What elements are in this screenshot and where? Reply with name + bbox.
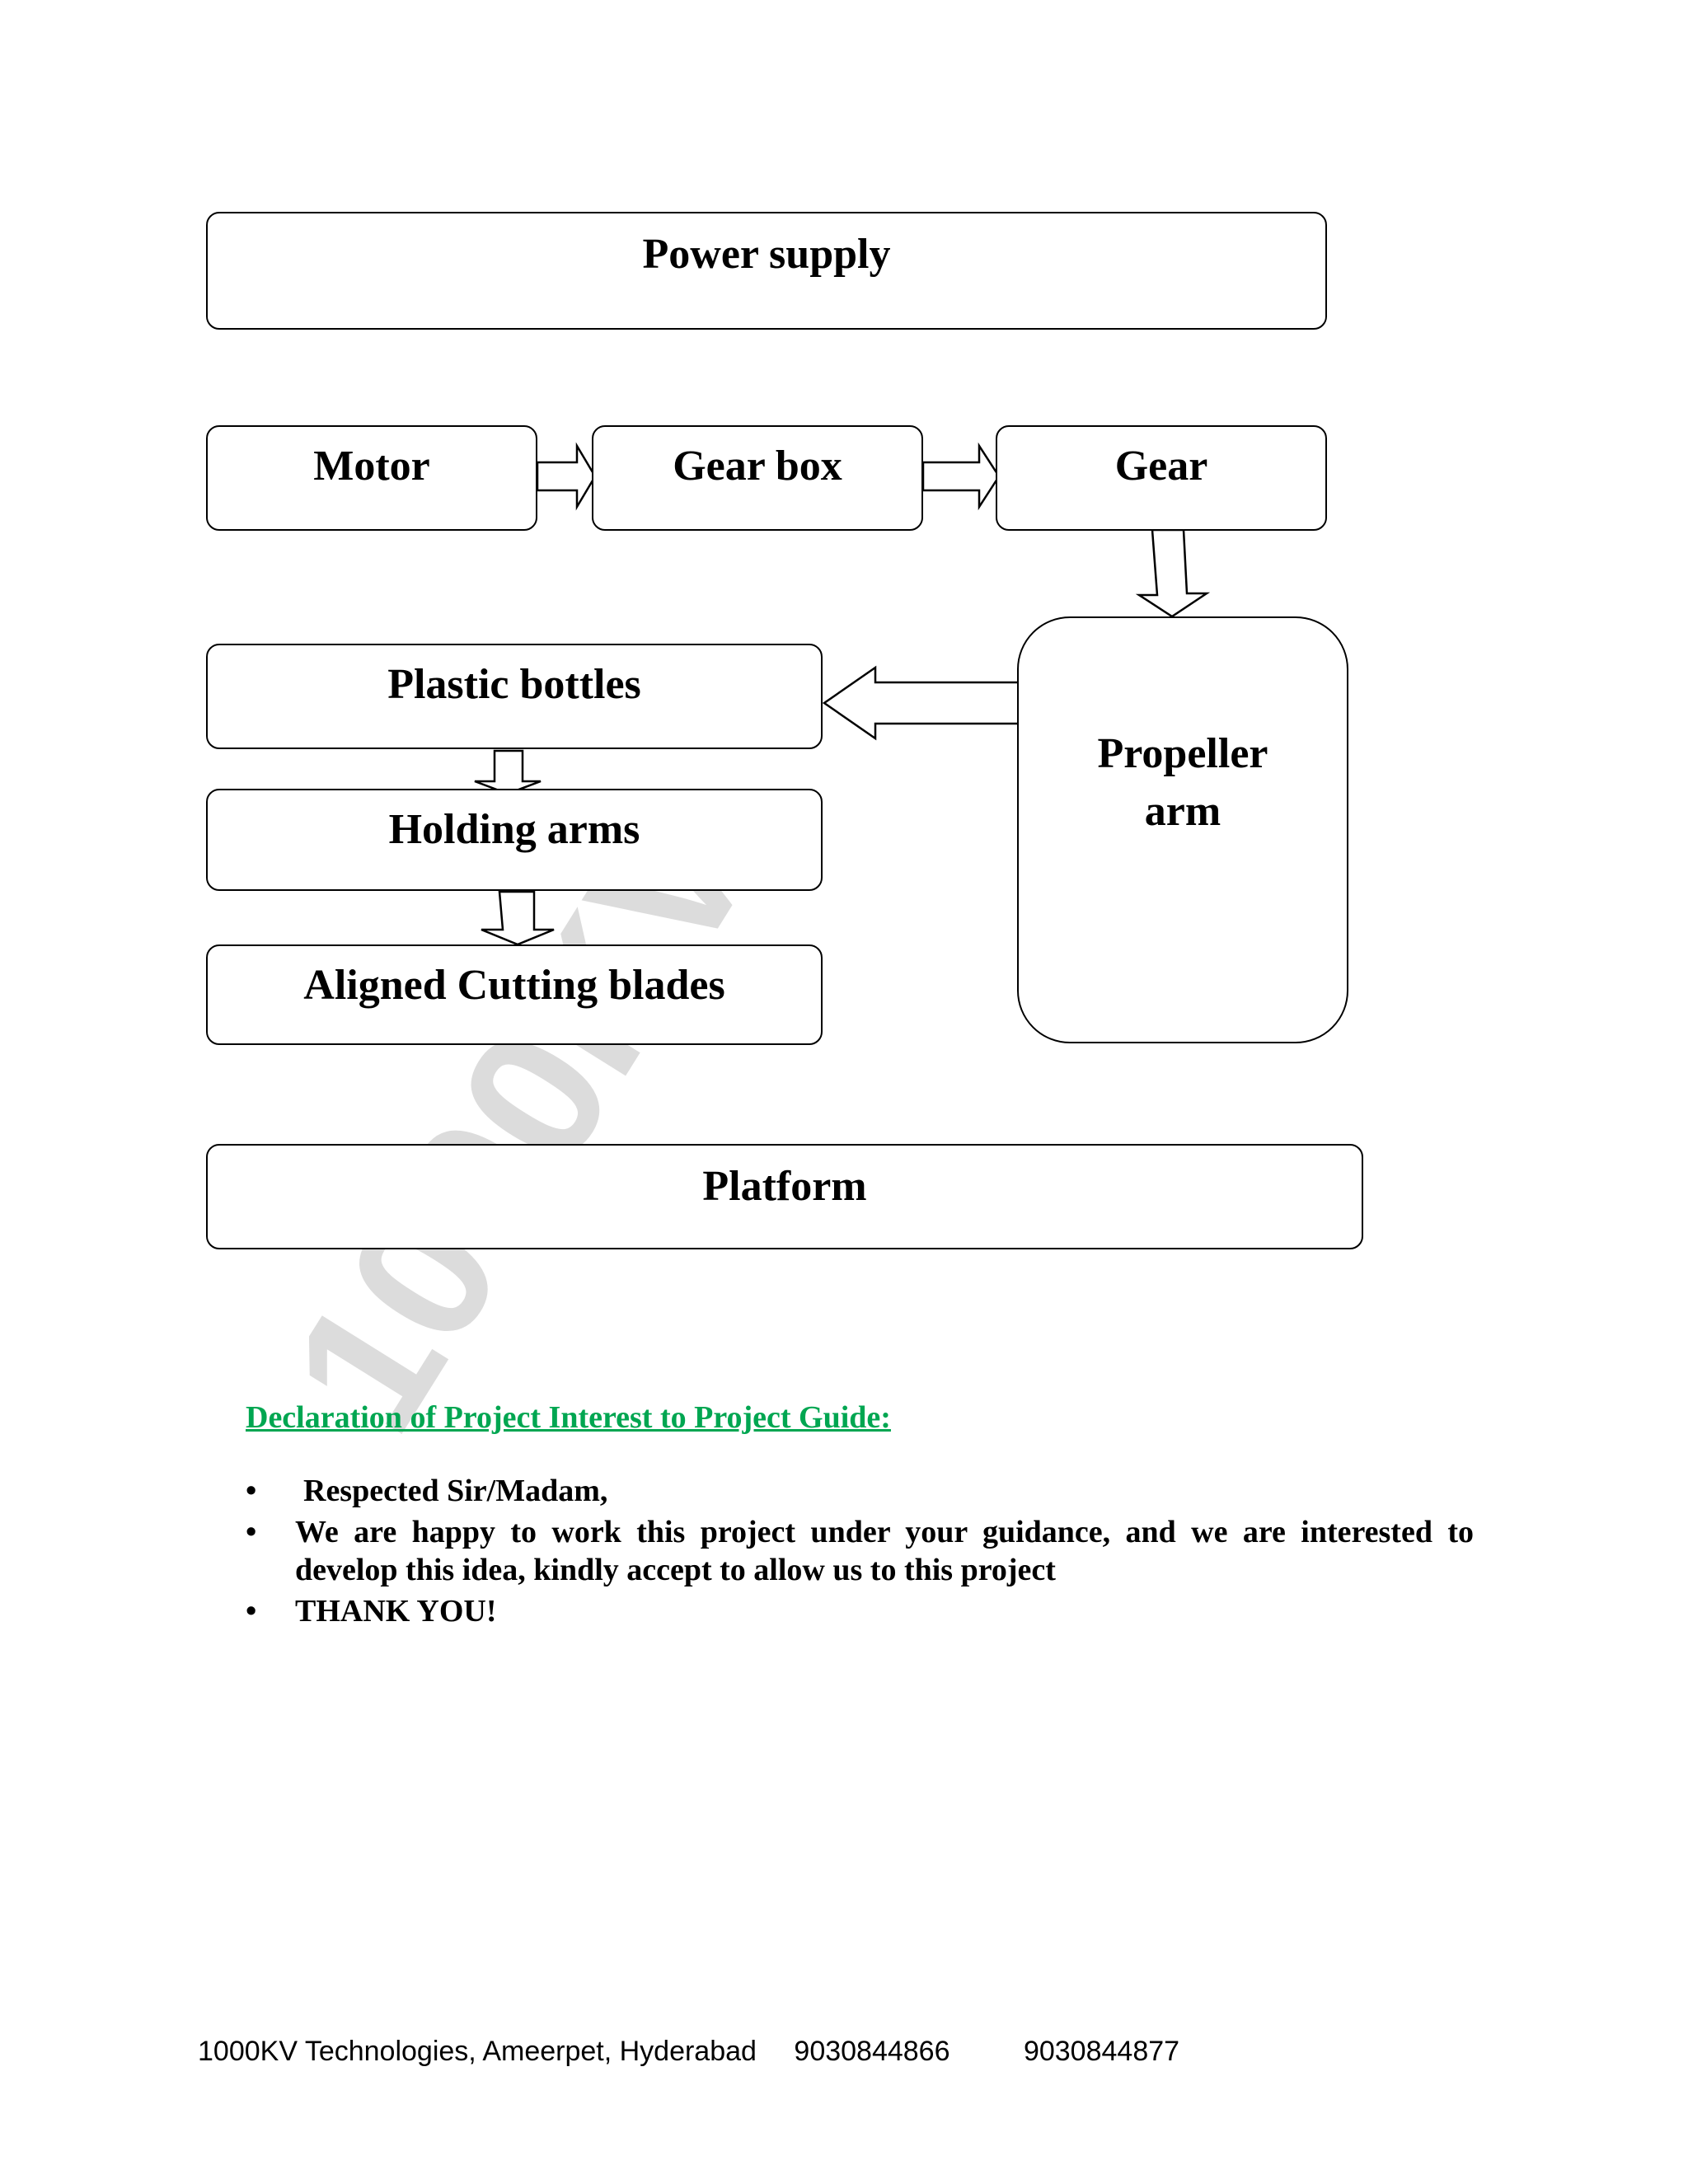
declaration-title: Declaration of Project Interest to Proje…: [246, 1400, 891, 1435]
holding-arms-label: Holding arms: [388, 806, 640, 853]
aligned-cutting-blades-box: Aligned Cutting blades: [206, 944, 823, 1045]
gear-label: Gear: [1114, 443, 1208, 490]
platform-label: Platform: [702, 1163, 867, 1210]
aligned-cutting-blades-label: Aligned Cutting blades: [303, 962, 725, 1009]
footer-phone-2: 9030844877: [1023, 2036, 1180, 2067]
arrow-gearbox-to-gear: [921, 442, 1001, 511]
arrow-motor-to-gearbox: [536, 442, 597, 511]
power-supply-label: Power supply: [642, 231, 891, 278]
plastic-bottles-label: Plastic bottles: [387, 661, 641, 708]
propeller-arm-label-line2: arm: [1144, 788, 1221, 835]
platform-box: Platform: [206, 1144, 1363, 1249]
propeller-arm-box: Propeller arm: [1017, 616, 1348, 1043]
page-footer: 1000KV Technologies, Ameerpet, Hyderabad…: [198, 2036, 1209, 2068]
power-supply-box: Power supply: [206, 212, 1327, 330]
motor-label: Motor: [313, 443, 430, 490]
footer-company: 1000KV Technologies, Ameerpet, Hyderabad: [198, 2036, 757, 2067]
footer-phone-1: 9030844866: [794, 2036, 950, 2067]
gear-box-label: Gear box: [673, 443, 842, 490]
arrow-holding-to-blades: [481, 890, 555, 946]
arrow-propeller-to-bottles: [822, 665, 1022, 741]
gear-box: Gear: [996, 425, 1327, 531]
gear-box-box: Gear box: [592, 425, 923, 531]
motor-box: Motor: [206, 425, 537, 531]
arrow-gear-to-propeller: [1135, 528, 1211, 618]
holding-arms-box: Holding arms: [206, 789, 823, 891]
declaration-list: Respected Sir/Madam, We are happy to wor…: [246, 1472, 1474, 1633]
propeller-arm-label-line1: Propeller: [1097, 730, 1268, 777]
list-item: We are happy to work this project under …: [246, 1513, 1474, 1589]
list-item: Respected Sir/Madam,: [246, 1472, 1474, 1510]
plastic-bottles-box: Plastic bottles: [206, 644, 823, 749]
arrow-bottles-to-holding: [474, 749, 542, 795]
list-item: THANK YOU!: [246, 1592, 1474, 1630]
